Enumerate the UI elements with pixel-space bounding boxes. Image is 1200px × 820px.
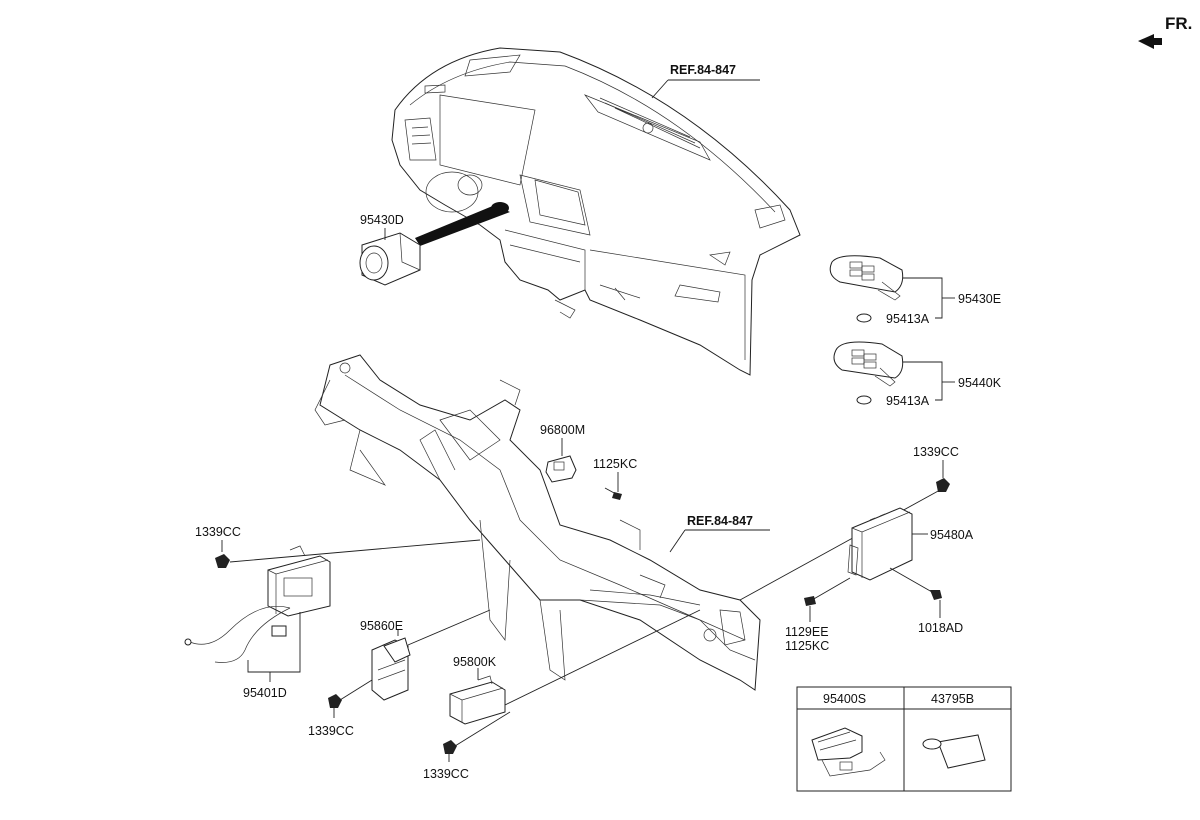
ignition-leader [415,205,510,246]
smart-key-fob-2 [833,341,904,387]
battery-coin-1 [856,313,872,323]
antenna-cable-part [184,605,291,663]
nut-1339CC-mid [328,694,342,708]
control-module-95800K [449,675,506,725]
callout-95440K: 95440K [958,376,1002,390]
legend-part-43795B [922,734,986,769]
callout-95430E: 95430E [958,292,1001,306]
smart-key-fob-1 [829,255,904,301]
callout-1339CC-mid: 1339CC [308,724,354,738]
callout-95413A-1: 95413A [886,312,930,326]
nut-1339CC-right [936,478,950,492]
callout-1339CC-right: 1339CC [913,445,959,459]
callout-95800K: 95800K [453,655,497,669]
callout-96800M: 96800M [540,423,585,437]
ref-top-label: REF.84-847 [670,63,736,77]
callout-95413A-2: 95413A [886,394,930,408]
nut-1339CC-bottom [443,740,457,754]
callout-1125KC-b: 1125KC [785,639,829,653]
ref-mid-label: REF.84-847 [687,514,753,528]
legend-header-43795B: 43795B [931,692,974,706]
nut-1339CC-left [215,554,230,568]
cowl-cross-bar [314,354,761,691]
callout-95480A: 95480A [930,528,974,542]
leader-nut-left [229,539,481,563]
screw-1125KC [604,487,622,500]
legend-part-95400S [811,727,886,777]
callout-1125KC-a: 1125KC [593,457,637,471]
dashboard-crash-pad [391,47,801,376]
immobilizer-antenna-part [545,455,577,483]
leader-95860E [407,609,491,646]
legend-header-95400S: 95400S [823,692,866,706]
smart-key-module-part [267,545,331,617]
start-stop-switch-part [359,232,421,286]
screw-1129EE [804,577,851,606]
callout-1129EE: 1129EE [785,625,829,639]
control-module-95860E [371,637,411,701]
smart-key-unit-part [847,507,913,581]
screw-1018AD [889,567,942,600]
callout-1018AD: 1018AD [918,621,963,635]
callout-95860E: 95860E [360,619,403,633]
callout-95401D: 95401D [243,686,287,700]
front-arrow-icon [1138,34,1162,49]
callout-95430D: 95430D [360,213,404,227]
callout-1339CC-bottom: 1339CC [423,767,469,781]
ignition-hole-icon [491,202,509,214]
leader-95800K [504,609,701,706]
callout-1339CC-left: 1339CC [195,525,241,539]
battery-coin-2 [856,395,872,405]
leader-nut-right [739,489,941,601]
front-label: FR. [1165,14,1192,33]
